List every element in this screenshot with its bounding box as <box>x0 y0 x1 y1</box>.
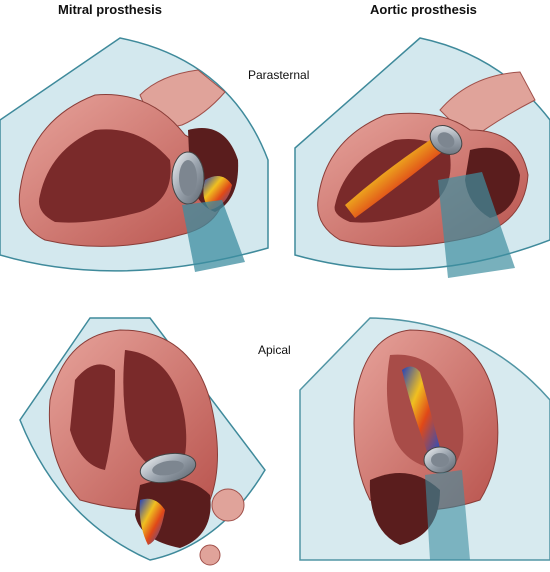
mitral-parasternal-panel <box>0 37 269 272</box>
color-flow-jet <box>402 366 440 454</box>
aorta-root <box>439 71 536 141</box>
acoustic-shadow <box>182 200 245 272</box>
color-flow-jet <box>345 140 442 218</box>
acoustic-shadow <box>425 470 470 560</box>
mitral-apical-panel <box>19 317 266 566</box>
left-ventricle-cavity <box>39 129 171 223</box>
acoustic-shadow <box>438 172 515 278</box>
row-label-parasternal: Parasternal <box>248 68 310 82</box>
aortic-parasternal-panel <box>294 37 550 278</box>
left-ventricle-cavity <box>123 350 187 480</box>
column-title-aortic: Aortic prosthesis <box>370 2 477 17</box>
mitral-prosthesis-valve <box>171 151 205 205</box>
aortic-prosthesis-valve <box>429 125 463 155</box>
color-flow-jet <box>139 498 165 545</box>
aortic-apical-panel <box>299 317 550 561</box>
row-label-apical: Apical <box>258 343 291 357</box>
column-title-mitral: Mitral prosthesis <box>58 2 163 17</box>
mitral-prosthesis-valve <box>139 452 197 484</box>
pulmonary-vein <box>199 544 221 566</box>
aortic-prosthesis-valve <box>423 446 457 474</box>
descending-aorta <box>211 488 245 522</box>
left-atrium <box>369 472 440 545</box>
right-ventricle-cavity <box>70 364 115 470</box>
